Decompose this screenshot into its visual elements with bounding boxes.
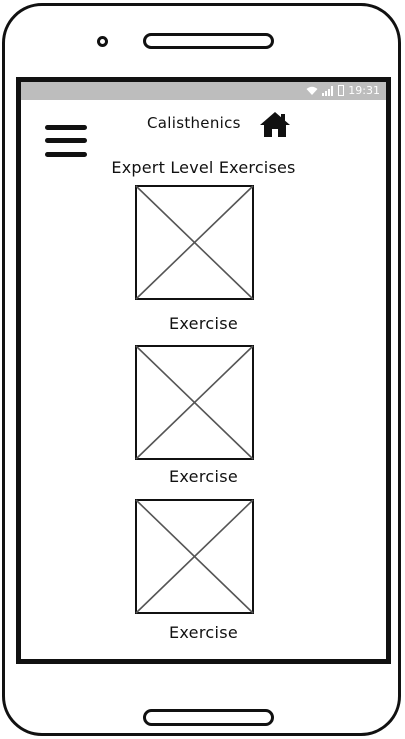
app-title: Calisthenics — [147, 114, 241, 132]
status-time: 19:31 — [348, 84, 380, 97]
exercise-label: Exercise — [169, 467, 238, 486]
exercise-label: Exercise — [169, 314, 238, 333]
home-icon[interactable] — [259, 110, 291, 138]
status-bar: 19:31 — [21, 82, 386, 100]
screen: 19:31 Calisthenics Expert Level Exercise… — [16, 77, 391, 664]
wifi-icon — [306, 86, 318, 95]
exercise-image-placeholder — [135, 345, 254, 460]
exercise-image-placeholder — [135, 499, 254, 614]
exercise-label: Exercise — [169, 623, 238, 642]
signal-icon — [322, 85, 334, 96]
speaker-grille — [143, 33, 274, 49]
hardware-home-button[interactable] — [143, 709, 274, 726]
section-title: Expert Level Exercises — [111, 158, 296, 177]
hamburger-menu-icon[interactable] — [45, 122, 87, 162]
battery-icon — [338, 85, 345, 96]
camera-icon — [97, 36, 108, 47]
exercise-image-placeholder — [135, 185, 254, 300]
